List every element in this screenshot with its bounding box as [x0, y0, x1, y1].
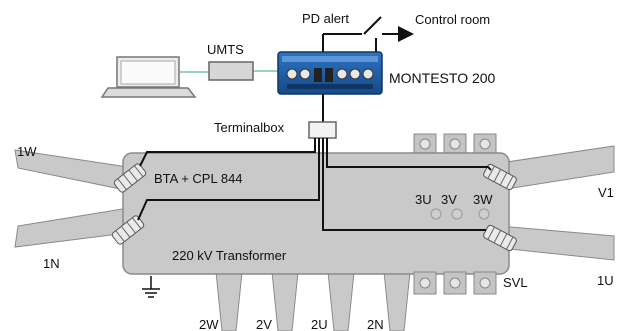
montesto-device	[277, 51, 383, 95]
phase-3v-label: 3V	[441, 192, 457, 207]
phase-3v-terminal	[451, 208, 463, 220]
svl-label: SVL	[503, 275, 528, 290]
leg-2v	[271, 271, 299, 331]
sensor-v1	[483, 163, 517, 191]
pd-alert-label: PD alert	[302, 11, 349, 26]
montesto-label: MONTESTO 200	[389, 70, 496, 86]
umts-modem	[208, 61, 254, 81]
phase-3w-terminal	[478, 208, 490, 220]
control-room-label: Control room	[415, 12, 490, 27]
phase-3w-label: 3W	[473, 192, 493, 207]
sensor-1n	[111, 215, 145, 245]
leg-2u	[327, 271, 355, 331]
leg-2n-label: 2N	[367, 317, 384, 331]
switch-icon	[363, 16, 382, 35]
bushing-v1-label: V1	[598, 185, 614, 200]
leg-2u-label: 2U	[311, 317, 328, 331]
leg-2w	[215, 271, 243, 331]
sensor-1u	[483, 224, 517, 252]
sensor-cables	[137, 138, 492, 231]
phase-3u-terminal	[430, 208, 442, 220]
pd-alert-circuit	[322, 16, 414, 55]
bushing-1n-label: 1N	[43, 256, 60, 271]
bushing-1w-label: 1W	[17, 144, 37, 159]
leg-2n	[383, 271, 411, 331]
transformer-label: 220 kV Transformer	[172, 248, 287, 263]
terminalbox-label: Terminalbox	[214, 120, 285, 135]
sensor-1w	[113, 163, 147, 193]
bushing-1u	[499, 225, 615, 261]
bushing-1u-label: 1U	[597, 273, 614, 288]
bushing-v1	[499, 145, 615, 191]
terminal-box	[308, 121, 337, 139]
leg-2w-label: 2W	[199, 317, 219, 331]
leg-2v-label: 2V	[256, 317, 272, 331]
ground-icon	[142, 276, 160, 298]
bta-label: BTA + CPL 844	[154, 171, 243, 186]
phase-3u-label: 3U	[415, 192, 432, 207]
umts-label: UMTS	[207, 42, 244, 57]
laptop-icon	[100, 56, 197, 98]
